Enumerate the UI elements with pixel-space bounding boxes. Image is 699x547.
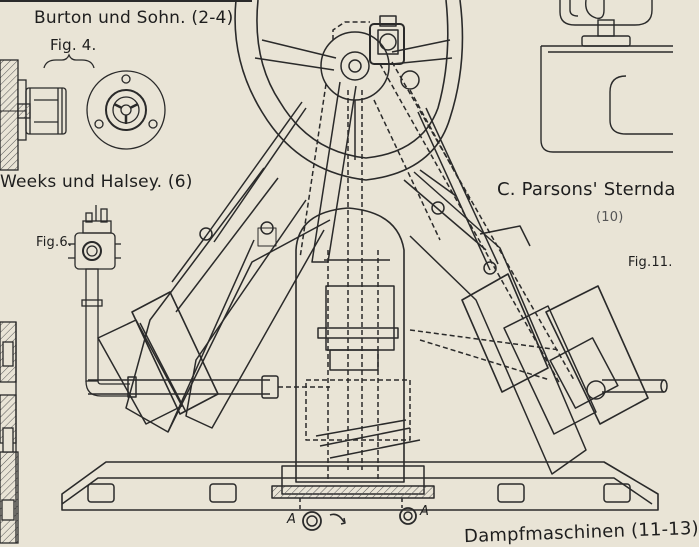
engineering-drawing-plate (0, 0, 673, 544)
parsons-ref: (10) (596, 210, 624, 225)
section-marker-a-right: A (420, 504, 430, 519)
caption-bottom-ref: (11-13) (630, 517, 699, 542)
fig4-label: Fig. 4. (50, 36, 97, 54)
fig6-label: Fig.6. (36, 235, 73, 250)
parsons-partial-drawing (540, 0, 673, 153)
parsons-title: C. Parsons' Sternda (497, 179, 676, 200)
weeks-title: Weeks und Halsey. (6) (0, 172, 193, 192)
fig4-drawing (0, 53, 166, 171)
caption-bottom-text: Dampfmaschinen (463, 520, 626, 547)
burton-ref: (2-4) (191, 8, 234, 28)
weeks-title-text: Weeks und Halsey. (0, 172, 163, 192)
fig6-drawing (68, 205, 130, 397)
left-edge-section (0, 321, 19, 544)
weeks-ref: (6) (167, 172, 193, 192)
burton-title: Burton und Sohn. (2-4) (34, 8, 233, 28)
burton-title-text: Burton und Sohn. (34, 8, 186, 28)
section-marker-a-left: A (287, 512, 297, 527)
fig11-label: Fig.11. (628, 255, 673, 270)
main-engine-drawing (61, 0, 668, 531)
